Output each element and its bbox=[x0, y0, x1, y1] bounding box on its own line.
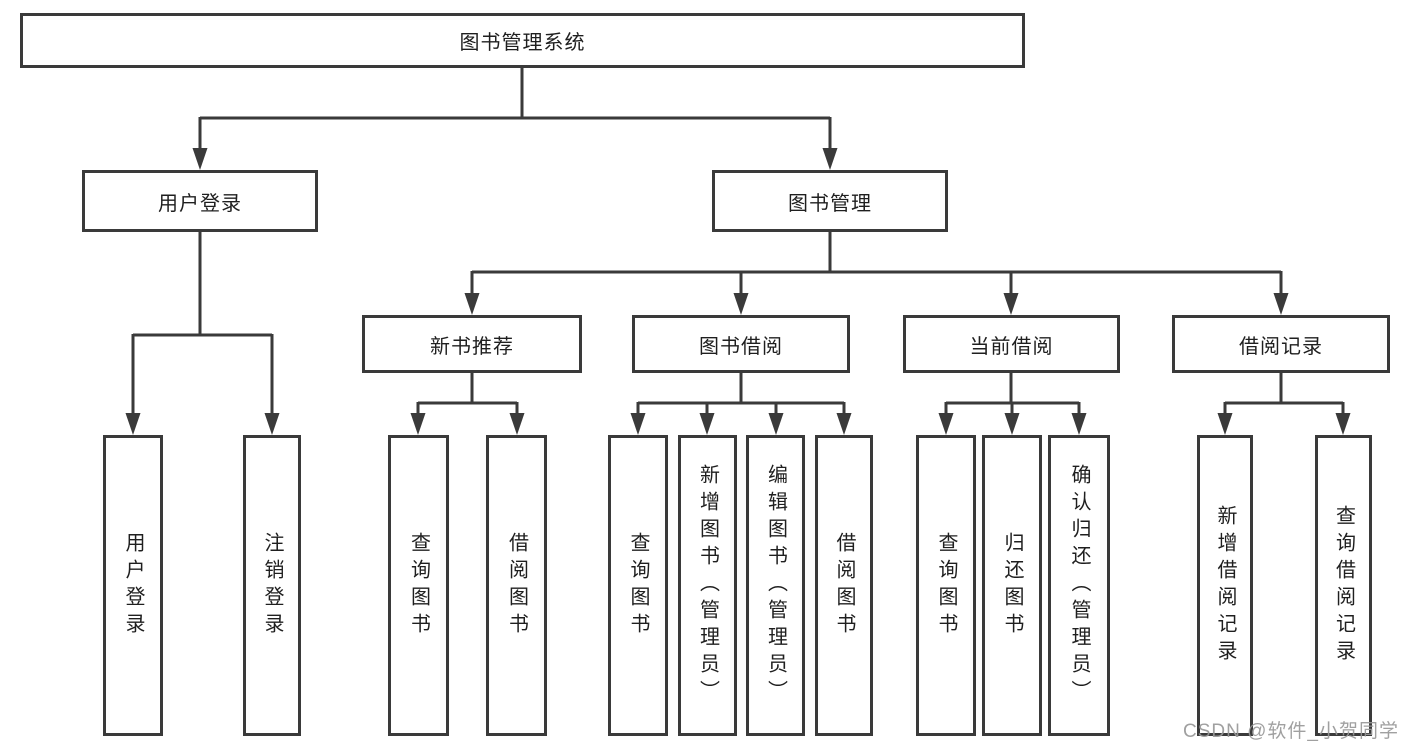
leaf-borrow-books-recommend-label: 借阅图书 bbox=[505, 531, 528, 640]
leaf-borrow-books: 借阅图书 bbox=[815, 435, 873, 736]
leaf-add-books-admin: 新增图书（管理员） bbox=[678, 435, 737, 736]
leaf-query-books-current: 查询图书 bbox=[916, 435, 976, 736]
leaf-return-books-label: 归还图书 bbox=[1001, 531, 1023, 640]
node-current-borrow: 当前借阅 bbox=[903, 315, 1120, 373]
node-book-borrow: 图书借阅 bbox=[632, 315, 850, 373]
node-user-login: 用户登录 bbox=[82, 170, 318, 232]
leaf-add-borrow-record-label: 新增借阅记录 bbox=[1214, 504, 1236, 667]
leaf-confirm-return-admin-label: 确认归还（管理员） bbox=[1068, 464, 1090, 707]
leaf-user-login-label: 用户登录 bbox=[122, 531, 144, 640]
leaf-query-books-recommend-label: 查询图书 bbox=[407, 531, 430, 640]
leaf-add-borrow-record: 新增借阅记录 bbox=[1197, 435, 1253, 736]
leaf-query-borrow-record: 查询借阅记录 bbox=[1315, 435, 1372, 736]
node-library-management-system: 图书管理系统 bbox=[20, 13, 1025, 68]
leaf-add-books-admin-label: 新增图书（管理员） bbox=[696, 464, 719, 707]
leaf-borrow-books-recommend: 借阅图书 bbox=[486, 435, 547, 736]
leaf-query-books-borrow-label: 查询图书 bbox=[627, 531, 649, 640]
leaf-query-books-recommend: 查询图书 bbox=[388, 435, 449, 736]
node-new-book-recommend: 新书推荐 bbox=[362, 315, 582, 373]
leaf-logout: 注销登录 bbox=[243, 435, 301, 736]
leaf-query-books-borrow: 查询图书 bbox=[608, 435, 668, 736]
leaf-borrow-books-label: 借阅图书 bbox=[833, 531, 855, 640]
csdn-watermark: CSDN @软件_小贺同学 bbox=[1183, 721, 1399, 742]
node-book-management: 图书管理 bbox=[712, 170, 948, 232]
leaf-query-books-current-label: 查询图书 bbox=[935, 531, 957, 640]
leaf-return-books: 归还图书 bbox=[982, 435, 1042, 736]
leaf-confirm-return-admin: 确认归还（管理员） bbox=[1048, 435, 1110, 736]
node-borrow-records: 借阅记录 bbox=[1172, 315, 1390, 373]
leaf-query-borrow-record-label: 查询借阅记录 bbox=[1332, 504, 1355, 667]
leaf-logout-label: 注销登录 bbox=[261, 531, 283, 640]
leaf-edit-books-admin-label: 编辑图书（管理员） bbox=[764, 464, 787, 707]
leaf-user-login: 用户登录 bbox=[103, 435, 163, 736]
leaf-edit-books-admin: 编辑图书（管理员） bbox=[746, 435, 805, 736]
